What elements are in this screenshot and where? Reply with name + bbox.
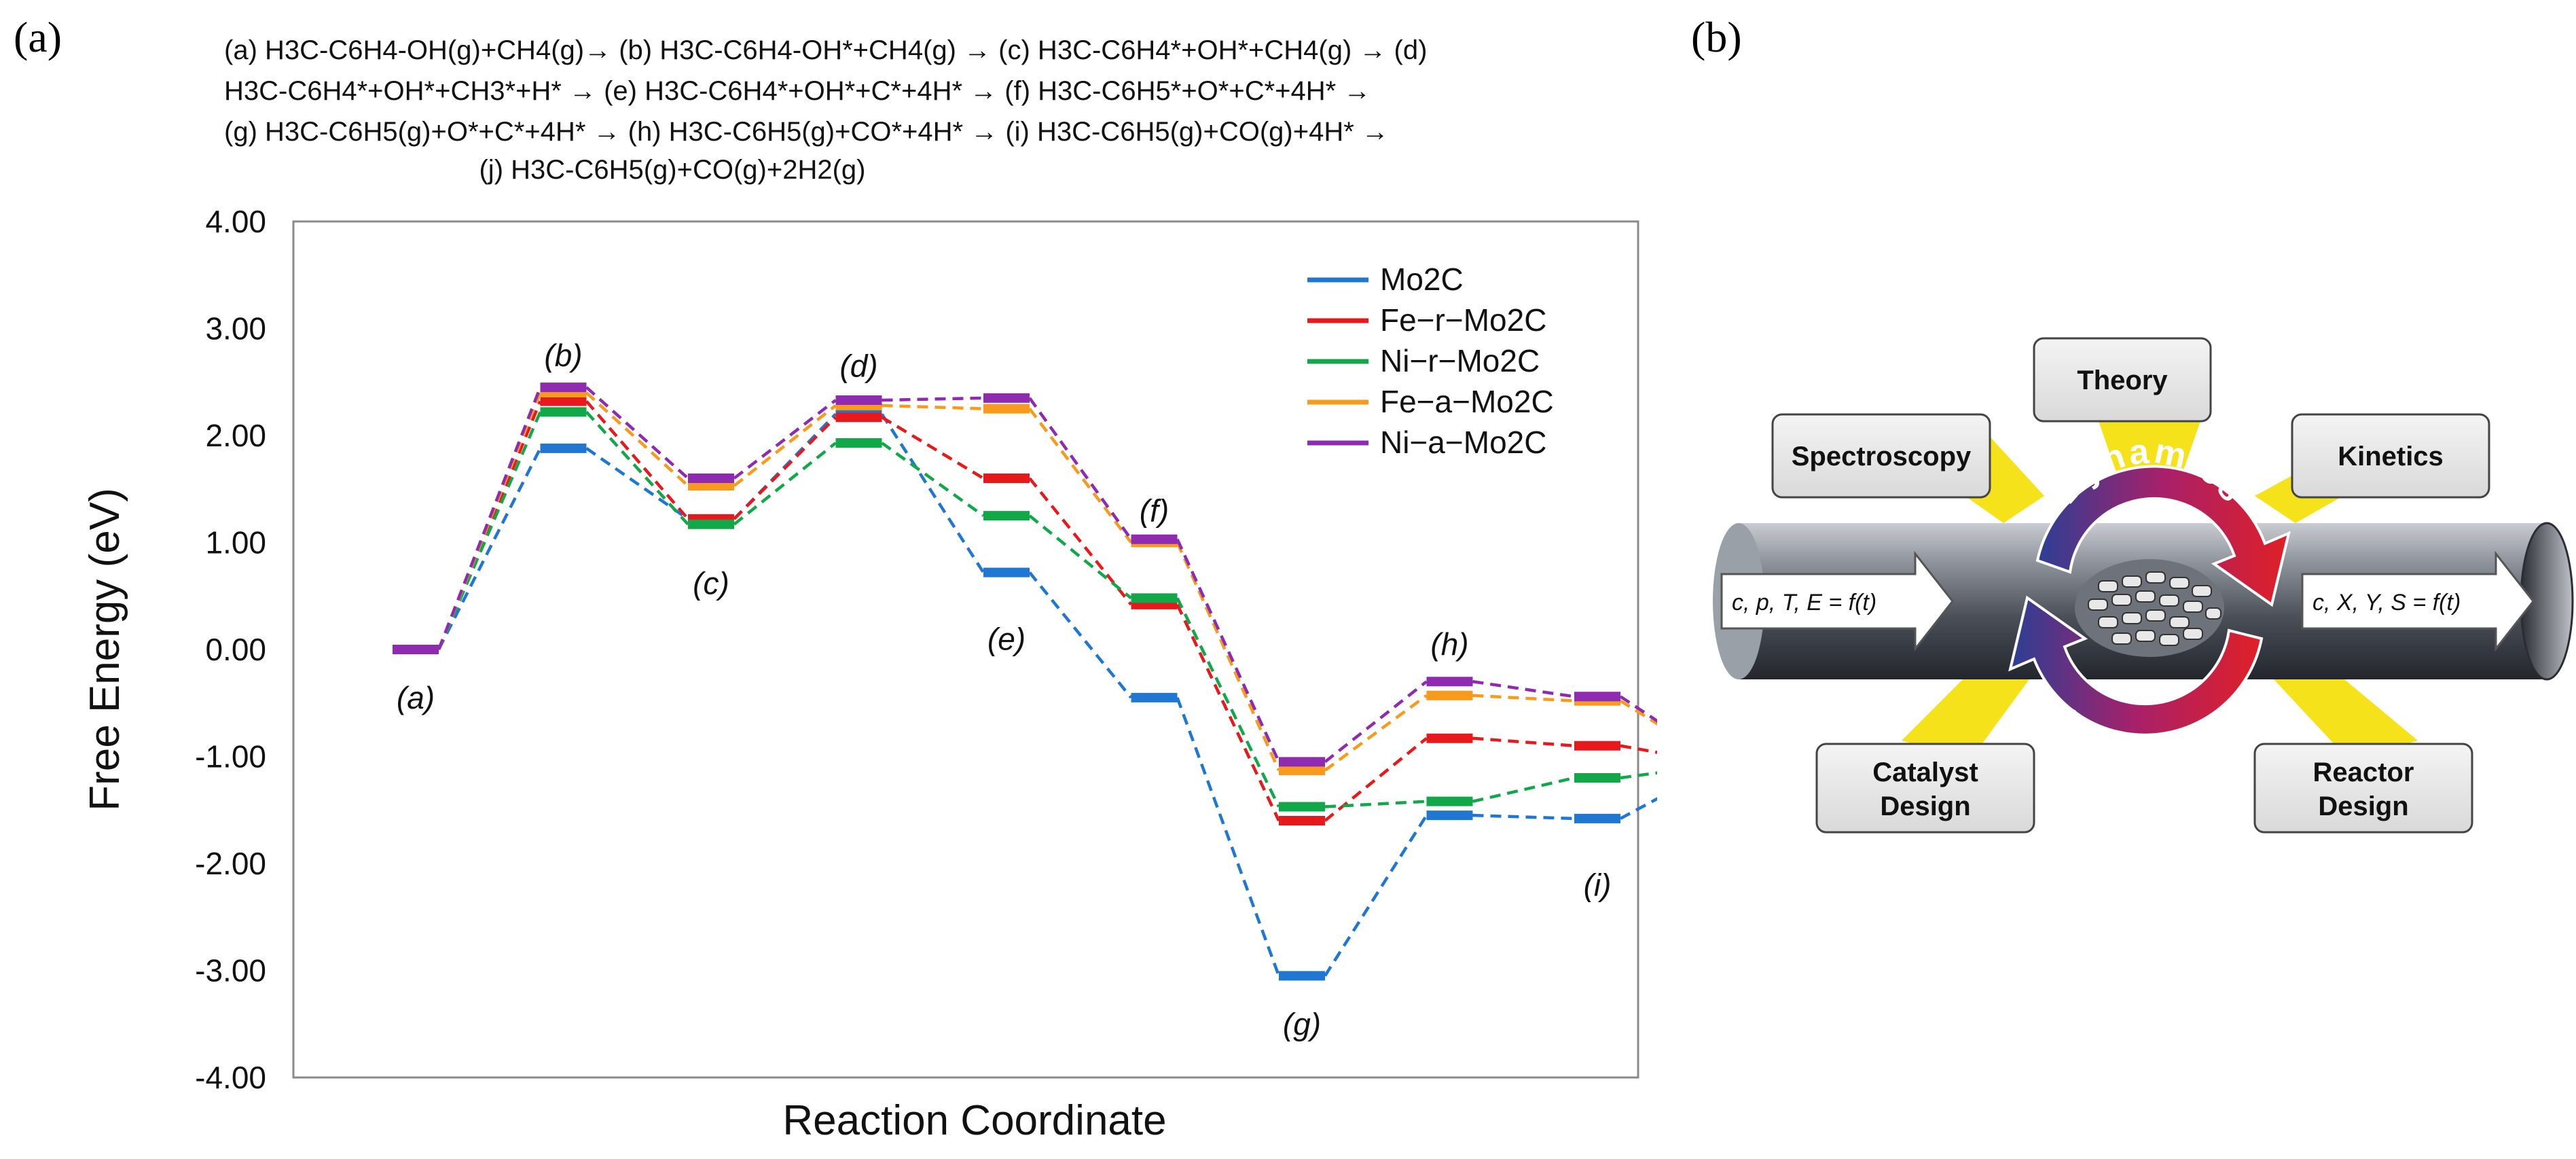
spectroscopy-box — [1771, 413, 1991, 499]
reactor-design-label-line2: Design — [2318, 791, 2408, 821]
connector-line — [733, 442, 837, 526]
state-label: (c) — [693, 565, 729, 601]
dynamics-arrow-top — [2035, 465, 2291, 607]
connector-line — [1324, 680, 1428, 764]
y-tick-label: -3.00 — [195, 953, 266, 988]
state-label: (b) — [544, 338, 582, 373]
reaction-equation-line: (j) H3C-C6H5(g)+CO(g)+2H2(g) — [479, 155, 866, 185]
connector-line — [881, 442, 985, 517]
connector-line — [1028, 477, 1133, 606]
output-arrow-text: c, X, Y, S = f(t) — [2312, 590, 2461, 616]
connector-line — [437, 387, 542, 650]
connector-line — [1324, 736, 1428, 822]
connector-line — [880, 413, 985, 573]
connector-line — [1619, 695, 1657, 723]
state-labels: (a)(b)(c)(d)(e)(f)(g)(h)(i)(j) — [397, 338, 1612, 1041]
free-energy-chart: 4.00 3.00 2.00 1.00 0.00 -1.00 -2.00 -3.00 -4.00… — [81, 204, 1657, 1144]
input-arrow-text: c, p, T, E = f(t) — [1732, 590, 1876, 616]
catalyst-bed — [2075, 559, 2224, 657]
y-axis-ticks: 4.00 3.00 2.00 1.00 0.00 -1.00 -2.00 -3.00 -4.00 — [195, 204, 266, 1095]
connector-line — [1028, 571, 1133, 699]
output-arrow — [2301, 550, 2535, 652]
legend-label: Fe−a−Mo2C — [1380, 384, 1554, 419]
connector-line — [437, 447, 542, 651]
connector-line — [1176, 538, 1281, 763]
state-label: (f) — [1140, 493, 1169, 528]
state-label: (a) — [397, 680, 435, 715]
theory-box — [2033, 337, 2212, 423]
dynamics-diagram: c, p, T, E = f(t) c, X, Y, S = f(t) — [1713, 337, 2574, 834]
catalyst-design-box — [1815, 743, 2035, 834]
connector-line — [1619, 699, 1657, 726]
connector-line — [1619, 797, 1657, 820]
plot-area — [292, 220, 1639, 1079]
connector-line — [1324, 694, 1428, 772]
reactor-design-label-line1: Reactor — [2313, 757, 2414, 787]
y-tick-label: -1.00 — [195, 739, 266, 774]
series-2 — [393, 407, 1657, 812]
y-tick-label: 3.00 — [205, 311, 266, 346]
panel-label-b: (b) — [1691, 13, 1742, 61]
connector-line — [585, 391, 689, 487]
legend: Mo2C Fe−r−Mo2C Ni−r−Mo2C Fe−a−Mo2C Ni−a−Mo2C — [1307, 262, 1554, 460]
y-tick-label: -4.00 — [195, 1060, 266, 1095]
connector-line — [585, 386, 689, 480]
y-tick-label: 0.00 — [205, 632, 266, 667]
state-label: (g) — [1283, 1006, 1321, 1041]
connector-line — [1324, 814, 1428, 977]
state-label: (e) — [987, 621, 1026, 656]
series-4 — [393, 382, 1657, 767]
state-label: (i) — [1584, 868, 1612, 903]
y-tick-label: 2.00 — [205, 418, 266, 453]
input-arrow — [1720, 550, 1954, 652]
connector-line — [1028, 397, 1133, 541]
connector-line — [1028, 408, 1133, 543]
connector-line — [733, 399, 837, 480]
reactor-design-box — [2253, 743, 2473, 834]
dynamics-arrow-bottom — [2008, 595, 2264, 736]
panel-label-a: (a) — [14, 13, 62, 61]
legend-label: Ni−a−Mo2C — [1380, 425, 1546, 460]
y-tick-label: 1.00 — [205, 525, 266, 560]
series-group — [393, 382, 1657, 981]
connector-line — [881, 416, 985, 480]
y-axis-label: Free Energy (eV) — [81, 488, 128, 811]
connector-line — [1176, 603, 1281, 821]
connector-line — [1176, 697, 1281, 977]
connector-line — [733, 416, 837, 520]
connector-line — [1176, 541, 1281, 771]
y-tick-label: -2.00 — [195, 846, 266, 881]
connector-line — [1028, 514, 1132, 600]
state-label: (d) — [839, 349, 877, 384]
catalyst-design-label-line2: Design — [1880, 791, 1970, 821]
connector-line — [585, 410, 689, 526]
spectroscopy-label: Spectroscopy — [1792, 442, 1972, 471]
connector-line — [1176, 597, 1281, 808]
connector-line — [733, 404, 837, 487]
legend-label: Fe−r−Mo2C — [1380, 302, 1546, 338]
connector-line — [585, 447, 689, 520]
connector-line — [585, 400, 689, 520]
x-axis-label: Reaction Coordinate — [782, 1097, 1166, 1144]
legend-label: Mo2C — [1380, 262, 1464, 297]
y-tick-label: 4.00 — [205, 204, 266, 239]
kinetics-label: Kinetics — [2338, 442, 2444, 471]
kinetics-box — [2291, 413, 2490, 499]
legend-label: Ni−r−Mo2C — [1380, 343, 1540, 378]
catalyst-design-label-line1: Catalyst — [1872, 757, 1978, 787]
theory-label: Theory — [2077, 365, 2168, 395]
state-label: (h) — [1430, 626, 1468, 662]
